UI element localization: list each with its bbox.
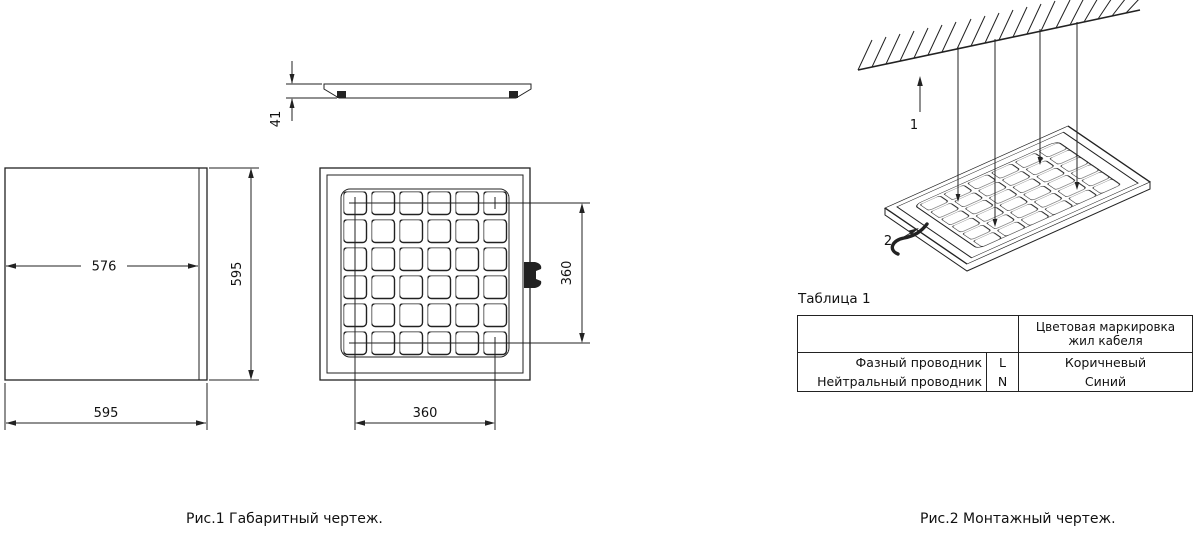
- suspension-wires: [955, 22, 1080, 227]
- clip-left: [337, 91, 346, 98]
- dimension-595-width: 595: [4, 383, 208, 430]
- dimension-360-width: 360: [354, 209, 496, 430]
- neutral-conductor-code: N: [986, 372, 1019, 392]
- dim-label-led-field-width: 360: [413, 406, 438, 421]
- panel-profile-outline: [323, 83, 532, 99]
- led-waffle-frame: [340, 188, 510, 358]
- dimension-360-height: 360: [361, 202, 590, 344]
- fig1-caption: Рис.1 Габаритный чертеж.: [186, 511, 383, 527]
- panel-thickness-edge: [884, 182, 1151, 272]
- led-cell-array: [342, 190, 508, 356]
- clip-right: [509, 91, 518, 98]
- dim-label-height: 595: [230, 262, 245, 287]
- callout-2-label: 2: [884, 234, 892, 249]
- side-profile-view: [323, 83, 532, 99]
- power-cable: [890, 222, 929, 256]
- cable-marking-table: Цветовая маркировка жил кабеля Фазный пр…: [797, 315, 1193, 392]
- table1-title: Таблица 1: [798, 291, 871, 307]
- fig2-caption: Рис.2 Монтажный чертеж.: [920, 511, 1116, 527]
- panel-isometric: [883, 125, 1152, 265]
- dim-label-width: 595: [94, 406, 119, 421]
- neutral-conductor-name: Нейтральный проводник: [817, 374, 982, 389]
- callout-1-arrow: [917, 76, 923, 112]
- dimension-576: 576: [6, 260, 198, 275]
- dimension-41: 41: [269, 61, 337, 127]
- phase-conductor-name: Фазный проводник: [855, 355, 982, 370]
- table-header-color-cell: Цветовая маркировка жил кабеля: [1018, 315, 1193, 353]
- led-grid-view: [319, 167, 542, 381]
- dim-label-thickness: 41: [269, 111, 284, 128]
- table-row: Нейтральный проводник N Синий: [798, 372, 1193, 392]
- neutral-conductor-color: Синий: [1018, 372, 1193, 392]
- mounting-clip: [524, 262, 542, 288]
- phase-conductor-code: L: [986, 352, 1019, 372]
- dim-label-led-field-height: 360: [560, 261, 575, 286]
- dimension-595-height: 595: [209, 167, 259, 381]
- mounting-view: [857, 0, 1152, 272]
- phase-conductor-color: Коричневый: [1018, 352, 1193, 372]
- front-view: [4, 167, 208, 381]
- callout-1-label: 1: [910, 118, 918, 133]
- table1-block: Таблица 1 Цветовая маркировка жил кабеля…: [797, 291, 1193, 392]
- ceiling-hatching: [857, 0, 1139, 71]
- dim-label-inner-width: 576: [92, 260, 117, 275]
- table-row: Фазный проводник L Коричневый: [798, 352, 1193, 372]
- table-header-empty-cell: [797, 315, 1019, 353]
